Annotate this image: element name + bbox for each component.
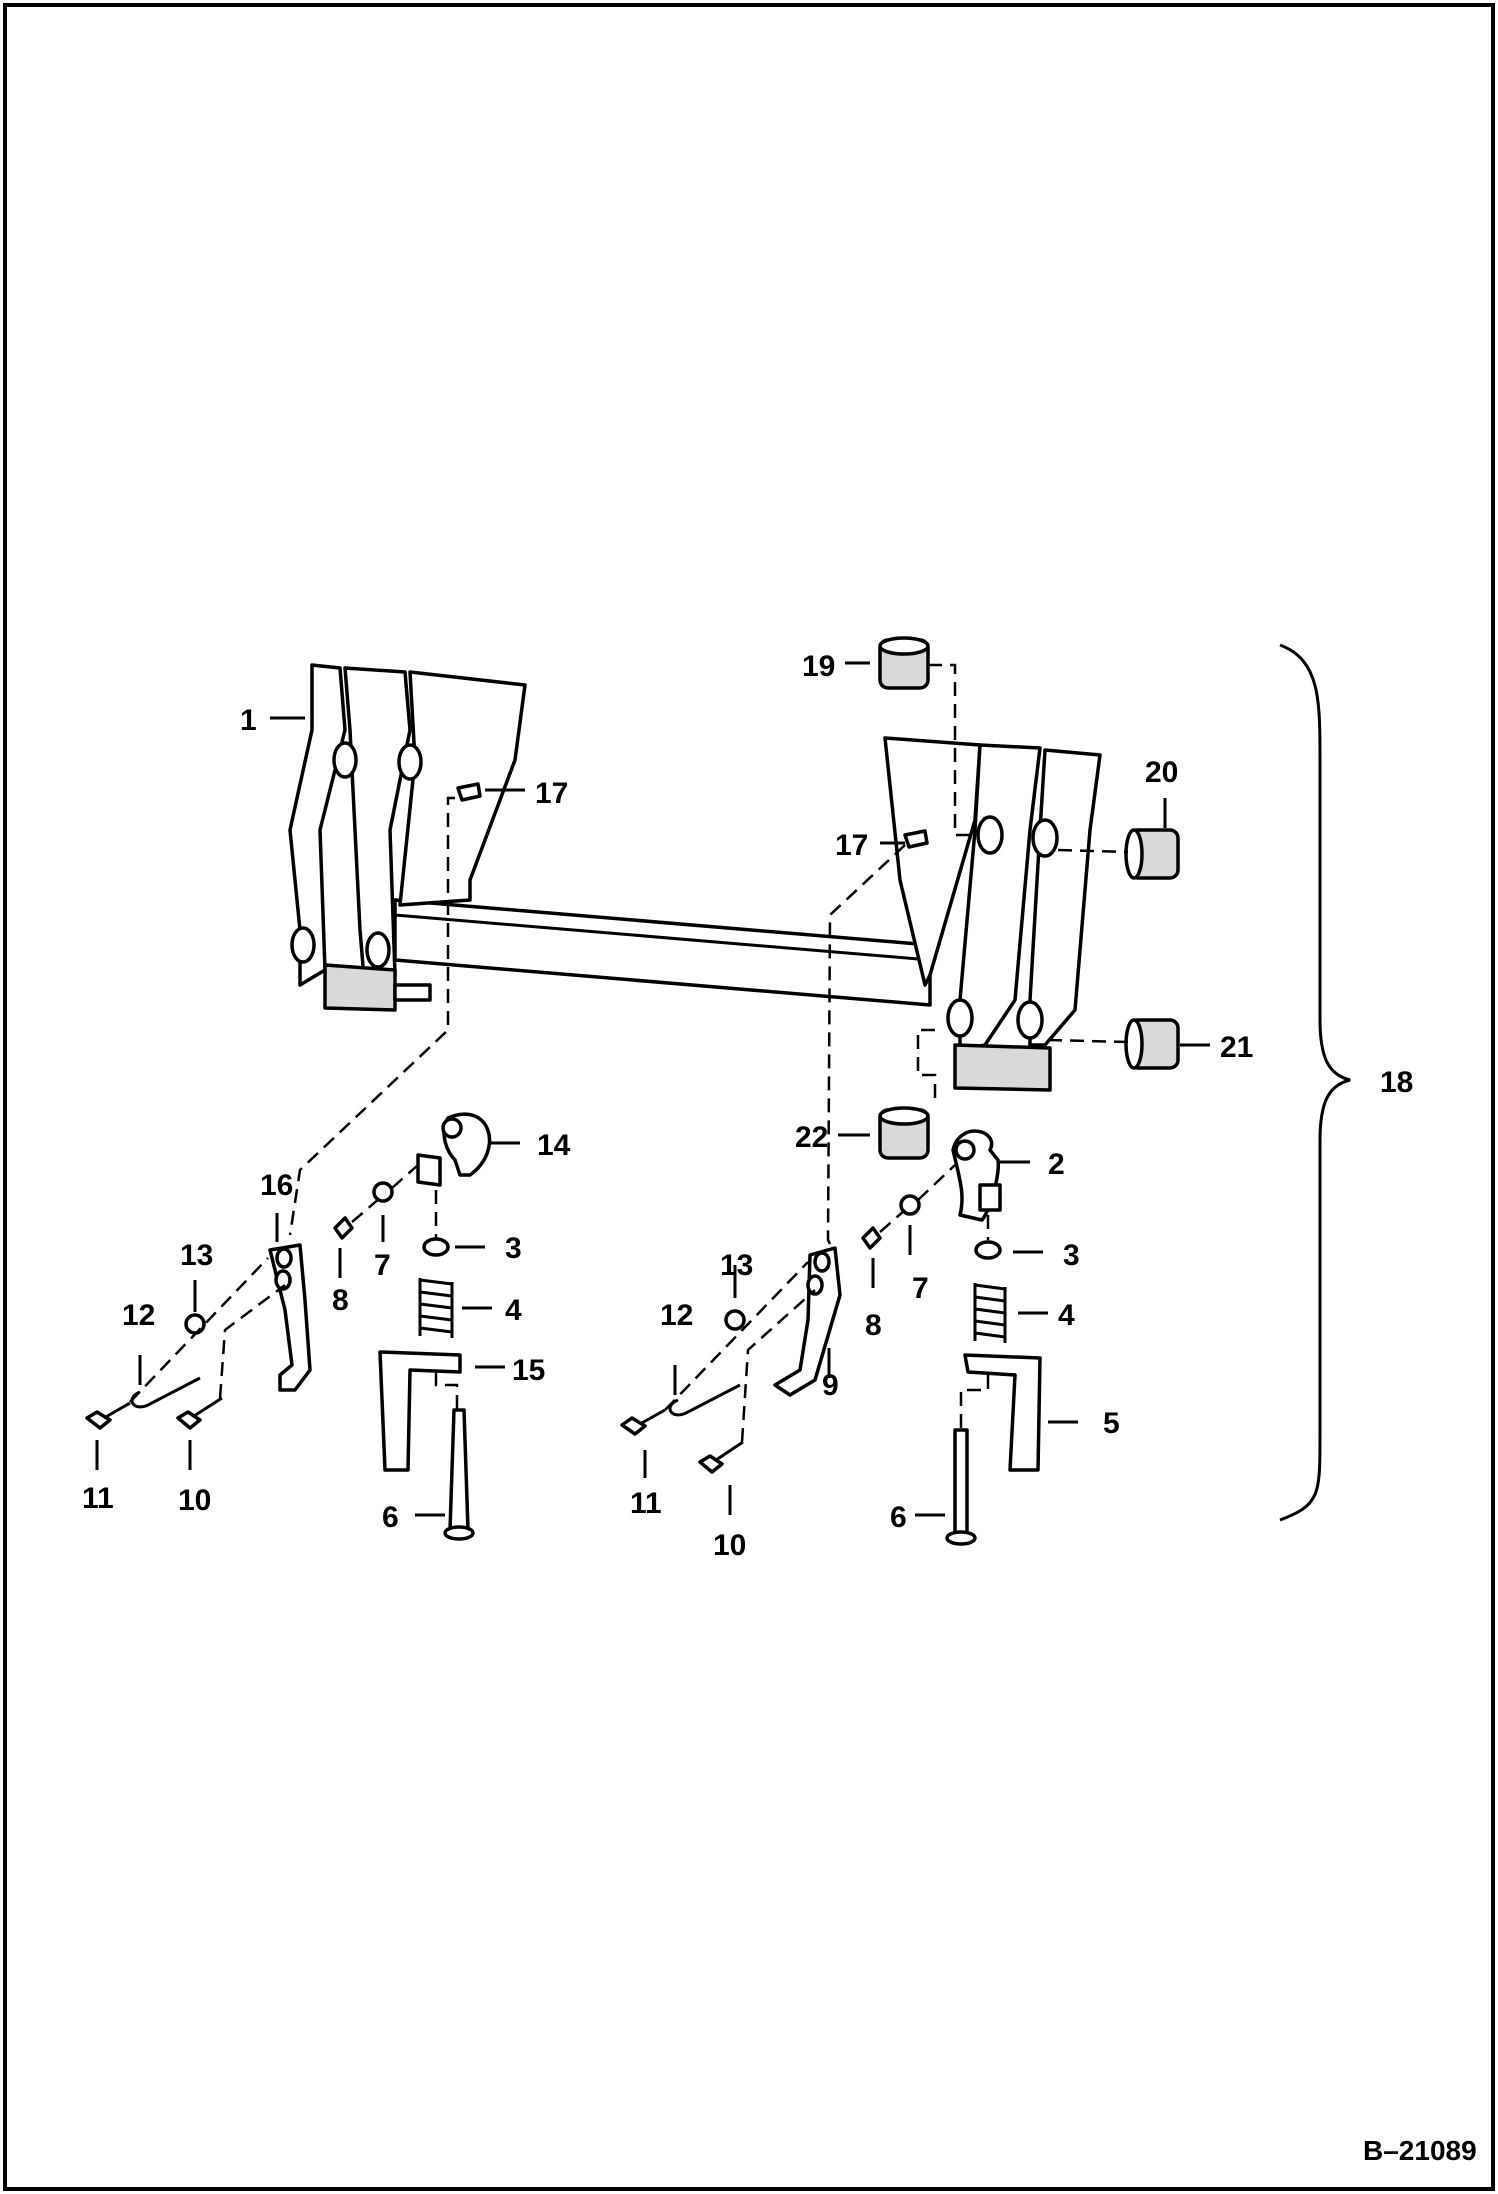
callout-6-right: 6 (890, 1501, 907, 1534)
callout-7-left: 7 (374, 1249, 391, 1282)
callout-labels: 1 17 19 20 17 21 22 14 2 16 13 7 3 12 8 … (82, 650, 1413, 1562)
callout-19: 19 (802, 650, 835, 683)
bushing-22 (878, 1106, 930, 1160)
callout-8-right: 8 (865, 1309, 882, 1342)
document-number: B–21089 (1363, 2135, 1477, 2166)
callout-22: 22 (795, 1121, 828, 1154)
callout-13-left: 13 (180, 1239, 213, 1272)
callout-11-right: 11 (630, 1487, 662, 1520)
right-latch-group (620, 1129, 1042, 1546)
assembly-callout-18: 18 (1380, 1066, 1413, 1099)
callout-11-left: 11 (82, 1482, 114, 1515)
callout-13-right: 13 (720, 1249, 753, 1282)
callout-5: 5 (1103, 1407, 1120, 1440)
left-mount-bracket (288, 663, 527, 1012)
callout-14: 14 (537, 1129, 571, 1162)
callout-15: 15 (512, 1354, 545, 1387)
bushing-21 (1124, 1018, 1180, 1070)
bushing-19 (878, 636, 930, 690)
callout-3-left: 3 (505, 1232, 522, 1265)
callout-10-left: 10 (178, 1484, 211, 1517)
assembly-brace (1279, 643, 1351, 1522)
callout-4-left: 4 (505, 1294, 522, 1327)
callout-2: 2 (1048, 1148, 1065, 1181)
page-border (3, 3, 1495, 2191)
left-latch-group (85, 1112, 492, 1541)
callout-17-left: 17 (535, 777, 568, 810)
bushing-20 (1124, 828, 1180, 880)
callout-16: 16 (260, 1169, 293, 1202)
callout-12-left: 12 (122, 1299, 155, 1332)
callout-6-left: 6 (382, 1501, 399, 1534)
callout-20: 20 (1145, 756, 1178, 789)
leader-lines (95, 661, 1210, 1517)
callout-7-right: 7 (912, 1272, 929, 1305)
callout-8-left: 8 (332, 1284, 349, 1317)
callout-12-right: 12 (660, 1299, 693, 1332)
callout-10-right: 10 (713, 1529, 746, 1562)
callout-17-right: 17 (835, 829, 868, 862)
callout-21: 21 (1220, 1031, 1253, 1064)
callout-4-right: 4 (1058, 1299, 1075, 1332)
callout-3-right: 3 (1063, 1239, 1080, 1272)
callout-9: 9 (822, 1369, 839, 1402)
cross-tube (393, 898, 932, 1007)
callout-1: 1 (240, 704, 257, 737)
